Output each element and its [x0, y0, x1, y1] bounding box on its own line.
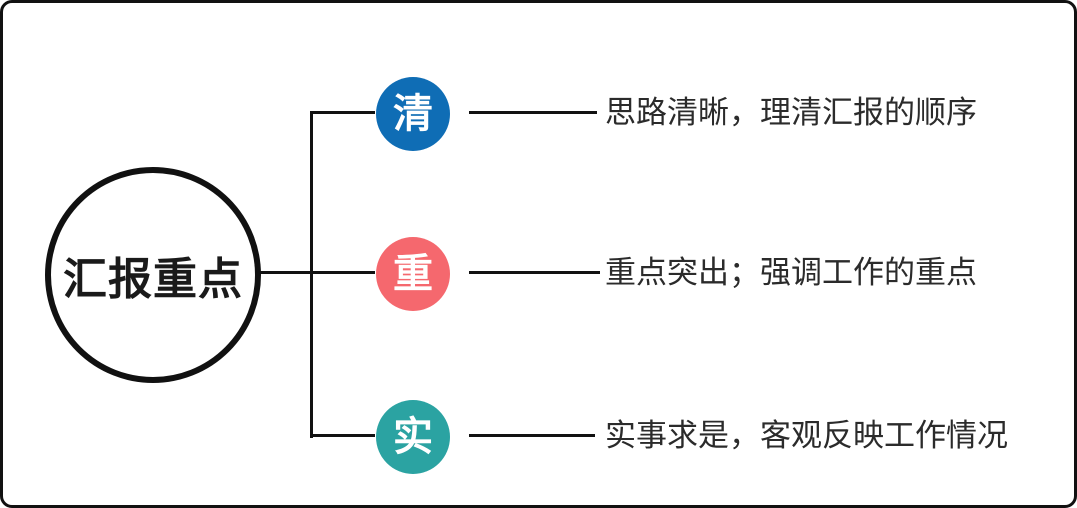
root-node: 汇报重点 [45, 167, 261, 383]
branch-line-top [311, 111, 375, 114]
spine-line [310, 111, 313, 438]
branch-text-qing: 思路清晰，理清汇报的顺序 [605, 95, 977, 130]
key-node-qing: 清 [376, 77, 450, 151]
root-node-label: 汇报重点 [63, 255, 243, 304]
text-connector-top [469, 111, 597, 114]
branch-line-middle [311, 271, 375, 274]
root-connector-line [260, 271, 311, 274]
key-node-zhong: 重 [376, 237, 450, 311]
key-node-qing-char: 清 [393, 92, 433, 136]
text-connector-middle [469, 271, 600, 274]
key-node-shi: 实 [376, 400, 450, 474]
key-node-shi-char: 实 [393, 415, 433, 459]
key-node-zhong-char: 重 [393, 252, 433, 296]
branch-text-zhong: 重点突出；强调工作的重点 [605, 255, 977, 290]
branch-text-shi: 实事求是，客观反映工作情况 [605, 418, 1008, 453]
branch-line-bottom [311, 434, 375, 437]
text-connector-bottom [469, 434, 595, 437]
